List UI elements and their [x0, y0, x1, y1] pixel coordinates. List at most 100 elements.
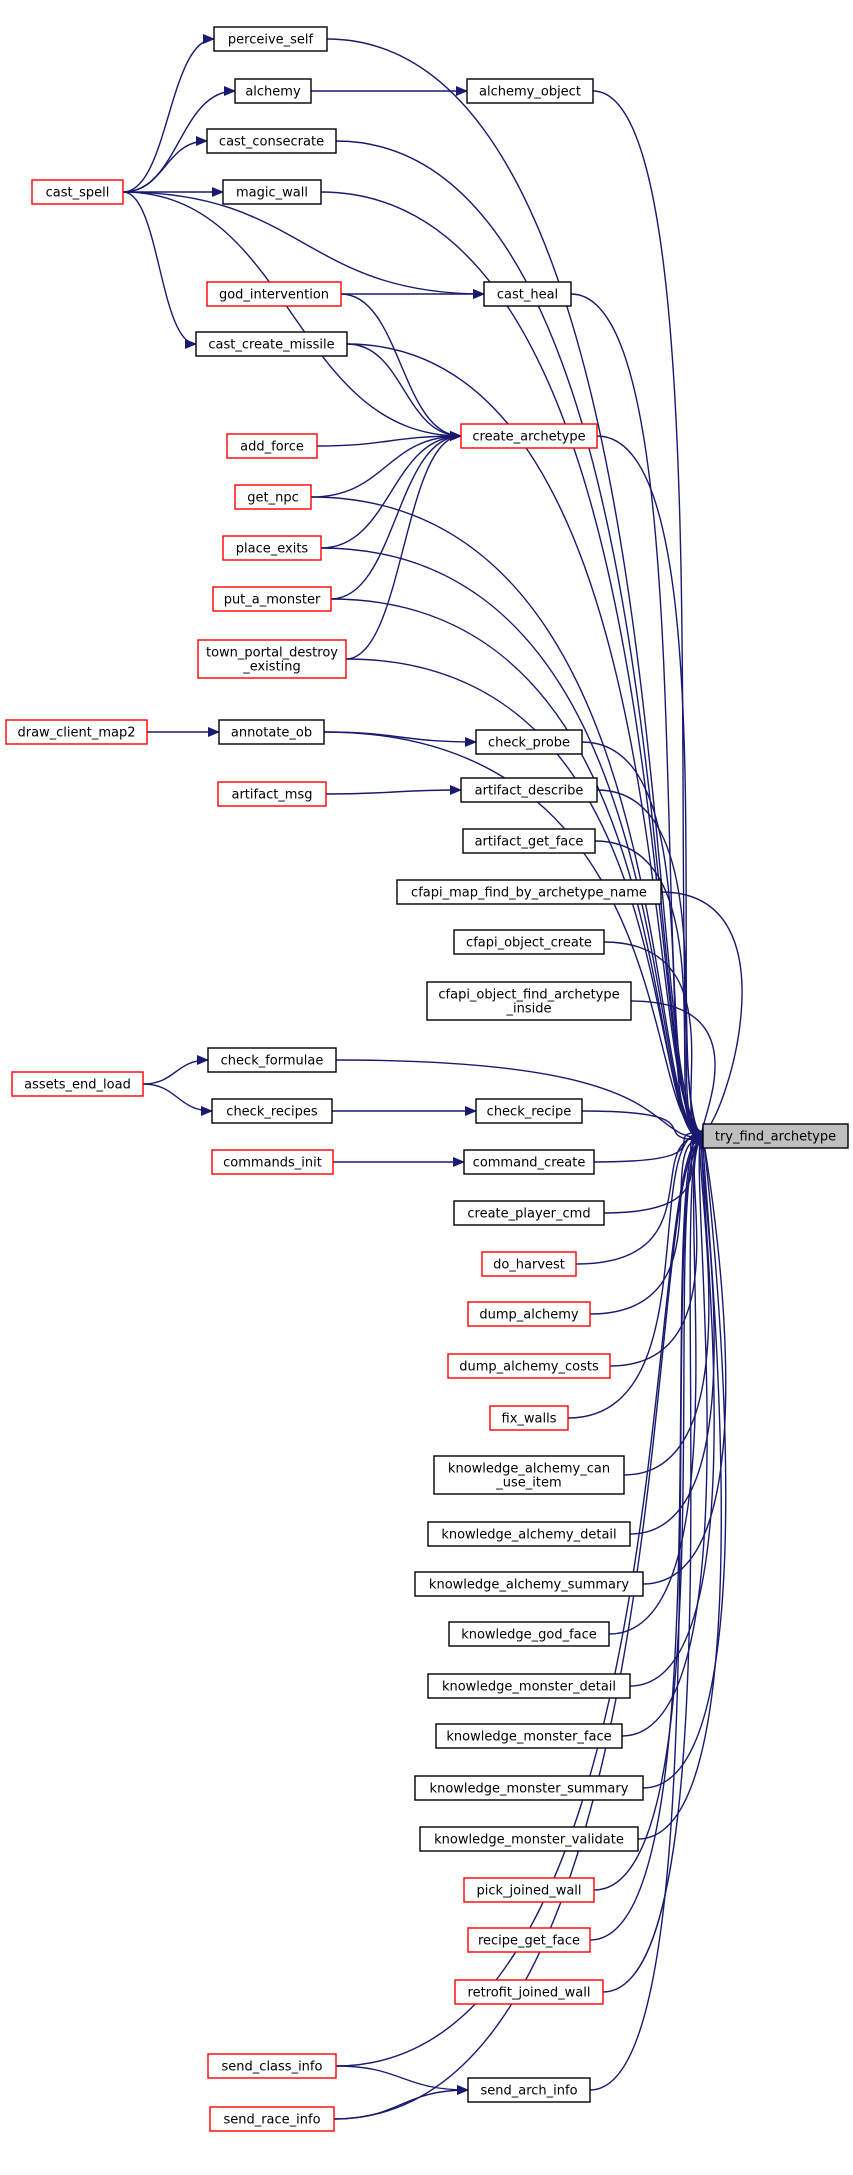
edge-cfapi_map_find_by_archetype_name-to-try_find_archetype: [660, 891, 743, 1137]
node-label-send_race_info: send_race_info: [223, 2113, 320, 2128]
edge-knowledge_god_face-to-try_find_archetype: [608, 1135, 704, 1635]
node-commands_init[interactable]: commands_init: [211, 1149, 334, 1175]
node-label-knowledge_alchemy_detail: knowledge_alchemy_detail: [441, 1528, 616, 1543]
node-artifact_msg[interactable]: artifact_msg: [217, 781, 327, 807]
node-label-magic_wall: magic_wall: [236, 186, 308, 201]
node-send_race_info[interactable]: send_race_info: [209, 2106, 335, 2132]
node-magic_wall[interactable]: magic_wall: [222, 179, 322, 205]
node-cfapi_map_find_by_archetype_name[interactable]: cfapi_map_find_by_archetype_name: [396, 879, 662, 905]
node-knowledge_alchemy_can_use_item[interactable]: knowledge_alchemy_can_use_item: [433, 1455, 625, 1495]
node-cfapi_object_create[interactable]: cfapi_object_create: [453, 929, 605, 955]
node-box-assets_end_load: [11, 1071, 144, 1097]
node-artifact_get_face[interactable]: artifact_get_face: [462, 828, 596, 854]
node-create_player_cmd[interactable]: create_player_cmd: [453, 1200, 605, 1226]
node-box-pick_joined_wall: [463, 1877, 595, 1903]
node-create_archetype[interactable]: create_archetype: [460, 423, 598, 449]
edge-send_arch_info-to-try_find_archetype: [589, 1133, 704, 2091]
node-label-create_player_cmd: create_player_cmd: [467, 1207, 590, 1222]
node-artifact_describe[interactable]: artifact_describe: [460, 777, 598, 803]
node-label-commands_init: commands_init: [223, 1156, 322, 1171]
node-perceive_self[interactable]: perceive_self: [213, 26, 328, 52]
node-label-dump_alchemy: dump_alchemy: [479, 1308, 579, 1323]
edge-cast_create_missile-to-create_archetype: [346, 343, 462, 441]
node-assets_end_load[interactable]: assets_end_load: [11, 1071, 144, 1097]
node-label-town_portal_destroy_existing-line-1: town_portal_destroy: [206, 646, 338, 661]
node-box-retrofit_joined_wall: [454, 1979, 604, 2005]
node-label-god_intervention: god_intervention: [219, 288, 329, 303]
node-send_arch_info[interactable]: send_arch_info: [467, 2077, 591, 2103]
edge-command_create-to-try_find_archetype: [593, 1127, 704, 1163]
node-send_class_info[interactable]: send_class_info: [207, 2053, 337, 2079]
node-fix_walls[interactable]: fix_walls: [489, 1405, 569, 1431]
edge-check_probe-to-try_find_archetype: [581, 741, 704, 1141]
node-check_formulae[interactable]: check_formulae: [207, 1047, 337, 1073]
node-dump_alchemy[interactable]: dump_alchemy: [467, 1301, 591, 1327]
node-label-check_recipes: check_recipes: [226, 1105, 318, 1120]
node-check_probe[interactable]: check_probe: [475, 729, 583, 755]
node-knowledge_alchemy_summary[interactable]: knowledge_alchemy_summary: [414, 1571, 644, 1597]
node-god_intervention[interactable]: god_intervention: [206, 281, 342, 307]
node-box-alchemy_object: [466, 78, 594, 104]
node-place_exits[interactable]: place_exits: [222, 535, 322, 561]
node-box-dump_alchemy_costs: [447, 1353, 611, 1379]
node-box-knowledge_god_face: [448, 1621, 610, 1647]
node-label-assets_end_load: assets_end_load: [24, 1078, 131, 1093]
node-label-cast_spell: cast_spell: [46, 186, 110, 201]
node-label-cast_create_missile: cast_create_missile: [208, 338, 334, 353]
node-box-dump_alchemy: [467, 1301, 591, 1327]
node-command_create[interactable]: command_create: [463, 1149, 595, 1175]
edge-cast_heal-to-try_find_archetype: [570, 293, 704, 1145]
node-do_harvest[interactable]: do_harvest: [481, 1251, 577, 1277]
node-box-cfapi_object_create: [453, 929, 605, 955]
node-town_portal_destroy_existing[interactable]: town_portal_destroy_existing: [197, 639, 347, 679]
node-knowledge_alchemy_detail[interactable]: knowledge_alchemy_detail: [427, 1521, 631, 1547]
node-alchemy[interactable]: alchemy: [234, 78, 312, 104]
edge-dump_alchemy-to-try_find_archetype: [589, 1133, 704, 1315]
edge-town_portal_destroy_existing-to-create_archetype: [345, 431, 462, 660]
node-box-command_create: [463, 1149, 595, 1175]
node-box-knowledge_monster_summary: [414, 1775, 644, 1801]
node-knowledge_monster_face[interactable]: knowledge_monster_face: [435, 1723, 623, 1749]
node-check_recipe[interactable]: check_recipe: [475, 1098, 583, 1124]
edge-send_race_info-to-send_arch_info: [333, 2085, 469, 2120]
node-get_npc[interactable]: get_npc: [234, 484, 312, 510]
node-cast_spell[interactable]: cast_spell: [31, 179, 124, 205]
node-put_a_monster[interactable]: put_a_monster: [212, 586, 332, 612]
node-dump_alchemy_costs[interactable]: dump_alchemy_costs: [447, 1353, 611, 1379]
node-box-recipe_get_face: [467, 1927, 591, 1953]
node-box-alchemy: [234, 78, 312, 104]
node-box-artifact_describe: [460, 777, 598, 803]
node-knowledge_god_face[interactable]: knowledge_god_face: [448, 1621, 610, 1647]
node-annotate_ob[interactable]: annotate_ob: [218, 719, 325, 745]
edge-artifact_msg-to-artifact_describe: [325, 785, 462, 796]
node-label-put_a_monster: put_a_monster: [224, 593, 321, 608]
node-label-pick_joined_wall: pick_joined_wall: [476, 1884, 581, 1899]
node-cast_consecrate[interactable]: cast_consecrate: [206, 128, 337, 154]
edge-put_a_monster-to-try_find_archetype: [330, 598, 704, 1145]
node-alchemy_object[interactable]: alchemy_object: [466, 78, 594, 104]
node-cast_heal[interactable]: cast_heal: [483, 281, 572, 307]
node-try_find_archetype[interactable]: try_find_archetype: [702, 1123, 849, 1149]
node-add_force[interactable]: add_force: [226, 433, 318, 459]
edge-assets_end_load-to-check_formulae: [142, 1055, 209, 1085]
node-knowledge_monster_summary[interactable]: knowledge_monster_summary: [414, 1775, 644, 1801]
node-box-cast_consecrate: [206, 128, 337, 154]
node-cast_create_missile[interactable]: cast_create_missile: [195, 331, 348, 357]
node-box-do_harvest: [481, 1251, 577, 1277]
node-check_recipes[interactable]: check_recipes: [211, 1098, 333, 1124]
node-box-knowledge_alchemy_can_use_item: [433, 1455, 625, 1495]
node-label-cfapi_object_find_archetype_inside-line-1: cfapi_object_find_archetype: [438, 988, 619, 1003]
edge-cast_spell-to-cast_consecrate: [122, 136, 208, 193]
node-knowledge_monster_validate[interactable]: knowledge_monster_validate: [419, 1826, 639, 1852]
node-pick_joined_wall[interactable]: pick_joined_wall: [463, 1877, 595, 1903]
node-retrofit_joined_wall[interactable]: retrofit_joined_wall: [454, 1979, 604, 2005]
node-box-perceive_self: [213, 26, 328, 52]
node-label-town_portal_destroy_existing-line-2: _existing: [242, 660, 301, 675]
edge-add_force-to-create_archetype: [316, 431, 462, 447]
node-label-artifact_get_face: artifact_get_face: [475, 835, 584, 850]
node-draw_client_map2[interactable]: draw_client_map2: [5, 719, 148, 745]
node-label-cast_consecrate: cast_consecrate: [219, 135, 324, 150]
node-cfapi_object_find_archetype_inside[interactable]: cfapi_object_find_archetype_inside: [426, 981, 632, 1021]
node-knowledge_monster_detail[interactable]: knowledge_monster_detail: [427, 1673, 631, 1699]
node-recipe_get_face[interactable]: recipe_get_face: [467, 1927, 591, 1953]
